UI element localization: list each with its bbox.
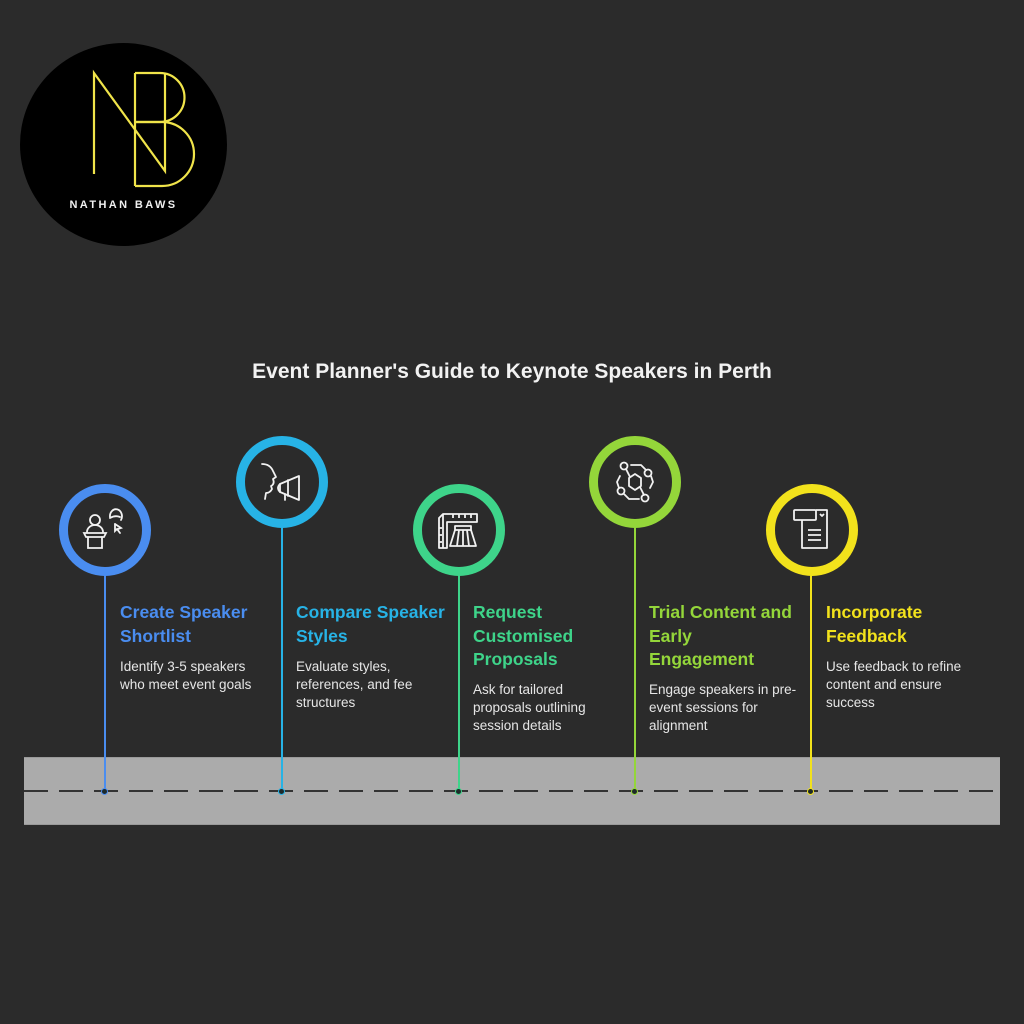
step-icon-ring xyxy=(589,436,681,528)
speaker-podium-icon xyxy=(82,508,124,549)
step-icon-ring xyxy=(766,484,858,576)
step-marker-dot xyxy=(807,788,814,795)
brand-logo: NATHAN BAWS xyxy=(20,43,227,246)
step-marker-dot xyxy=(278,788,285,795)
step-connector xyxy=(281,524,283,792)
step-icon-ring xyxy=(59,484,151,576)
page-title: Event Planner's Guide to Keynote Speaker… xyxy=(252,360,772,383)
timeline-road xyxy=(24,757,1000,825)
step-description: Ask for tailored proposals outlining ses… xyxy=(473,682,586,733)
step-description: Use feedback to refine content and ensur… xyxy=(826,659,962,710)
step-connector xyxy=(810,572,812,792)
step-marker-dot xyxy=(455,788,462,795)
network-nodes-icon xyxy=(616,461,654,503)
step-marker-dot xyxy=(101,788,108,795)
tailoring-ruler-skirt-icon xyxy=(438,513,478,549)
step-marker-dot xyxy=(631,788,638,795)
megaphone-speaker-icon xyxy=(261,463,300,501)
step-title: Incorporate Feedback xyxy=(826,602,923,646)
brand-name: NATHAN BAWS xyxy=(69,199,178,211)
road-center-line xyxy=(24,790,1000,792)
step-connector xyxy=(104,572,106,792)
step-title: Trial Content and Early Engagement xyxy=(649,602,792,669)
step-icon-ring xyxy=(236,436,328,528)
nb-monogram-icon xyxy=(92,69,196,188)
step-connector xyxy=(634,524,636,792)
step-title: Request Customised Proposals xyxy=(473,602,574,669)
step-title: Compare Speaker Styles xyxy=(296,602,445,646)
step-icon-ring xyxy=(413,484,505,576)
step-description: Identify 3-5 speakers who meet event goa… xyxy=(120,659,252,692)
step-description: Evaluate styles, references, and fee str… xyxy=(296,659,413,710)
step-connector xyxy=(458,572,460,792)
step-description: Engage speakers in pre-event sessions fo… xyxy=(649,682,797,733)
feedback-form-icon xyxy=(793,509,828,549)
step-title: Create Speaker Shortlist xyxy=(120,602,248,646)
